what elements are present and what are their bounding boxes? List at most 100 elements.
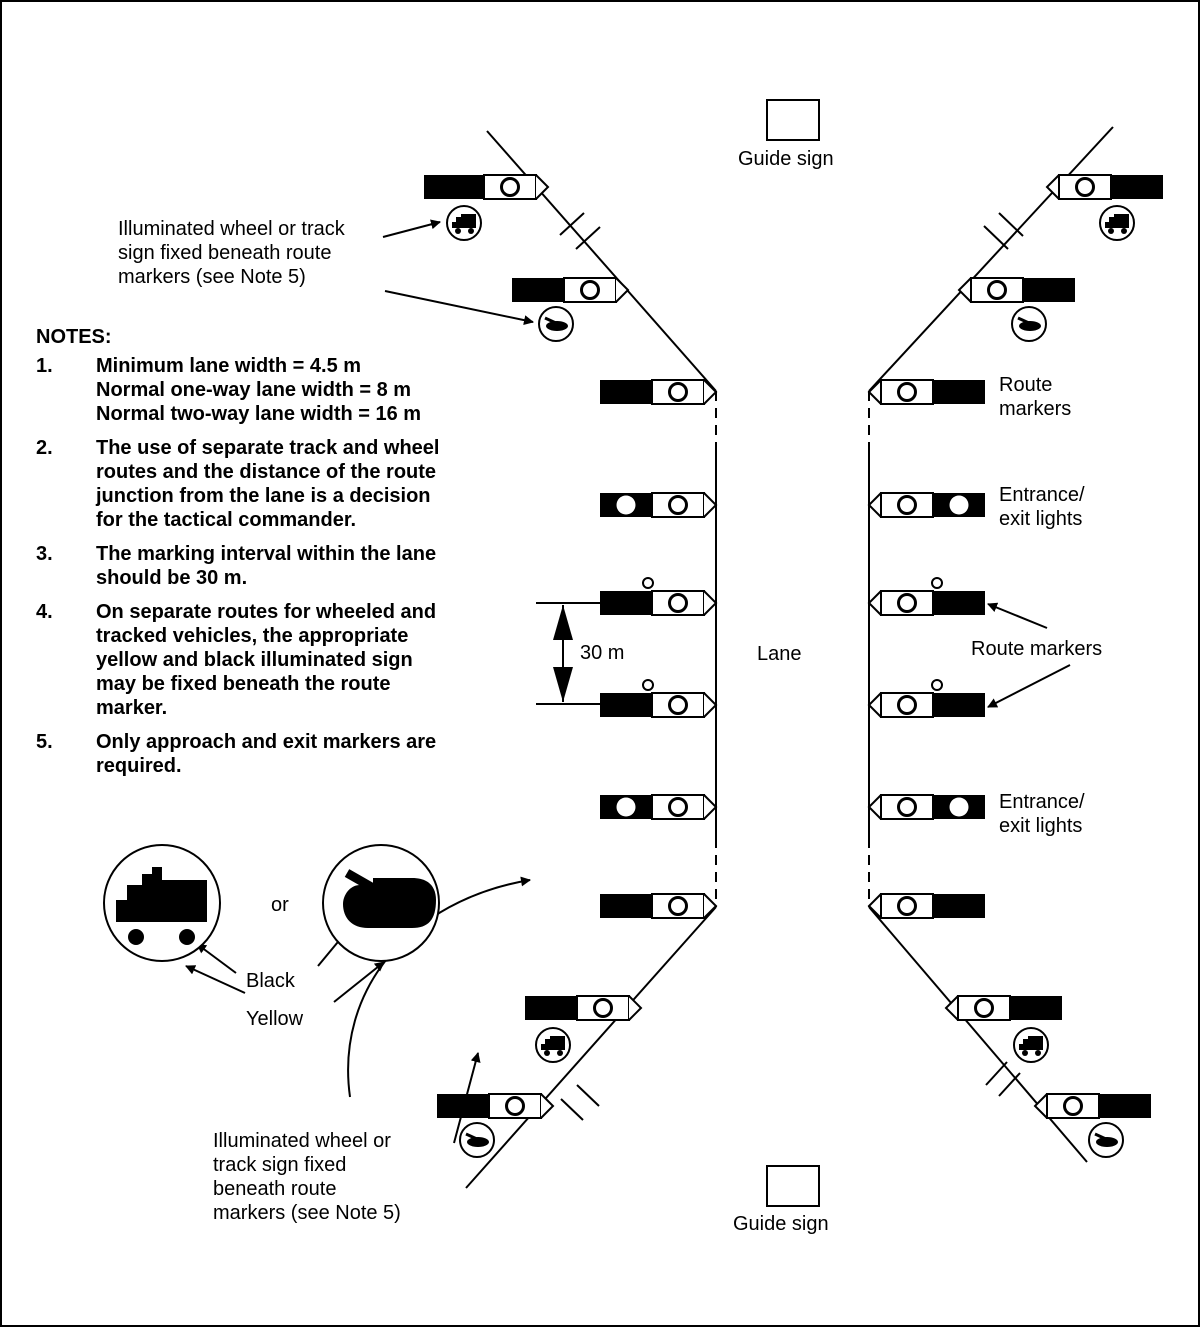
route-marker [1033,1093,1151,1119]
marker-arrow-tip [535,174,550,200]
junction-mark [575,226,601,250]
route-marker [437,1093,555,1119]
route-markers-label-2: Route markers [971,638,1102,660]
marker-arrow-tip [957,277,972,303]
note-line: junction from the lane is a decision [95,485,431,507]
route-marker [867,379,985,405]
marker-light [500,177,520,197]
wheel-sign-wheel [128,929,144,945]
marker-arrow-tip [867,379,882,405]
note-number: 5. [36,731,53,753]
note-line: routes and the distance of the route [96,461,436,483]
marker-light [897,495,917,515]
note-line: The use of separate track and wheel [96,437,439,459]
marker-arrow-tip [540,1093,555,1119]
marker-arrow-tip [867,692,882,718]
track-sign-icon [1088,1122,1124,1158]
marker-black-panel [512,278,564,302]
wheel-sign-truck-body [116,867,207,922]
sign-wheel [455,228,461,234]
note-line: Normal two-way lane width = 16 m [96,403,421,425]
marker-arrow-tip [703,692,718,718]
junction-mark [576,1084,600,1107]
marker-light [616,495,636,515]
marker-light [987,280,1007,300]
junction-mark [560,1098,584,1121]
note-line: yellow and black illuminated sign [96,649,413,671]
track-sign-body [343,878,436,928]
route-marker [424,174,550,200]
marker-arrow-tip [944,995,959,1021]
route-marker [944,995,1062,1021]
wheel-sign-icon [1099,205,1135,241]
marker-beacon [931,577,943,589]
route-marker [600,577,718,616]
entrance-exit-label-2: Entrance/ exit lights [999,791,1090,837]
note-line: Minimum lane width = 4.5 m [96,355,361,377]
marker-arrow-tip [1045,174,1060,200]
marker-light [949,797,969,817]
route-marker [1045,174,1163,200]
sign-tank [467,1137,489,1147]
note-line: should be 30 m. [96,567,247,589]
route-marker [600,893,718,919]
note-line: The marking interval within the lane [96,543,436,565]
marker-light [668,495,688,515]
marker-black-panel [933,693,985,717]
callout-top-label: Illuminated wheel or track sign fixed be… [118,218,350,288]
marker-beacon [642,577,654,589]
arrow [382,219,441,238]
marker-light [668,896,688,916]
marker-arrow-tip [703,492,718,518]
sign-wheel [1035,1050,1041,1056]
sign-gun [465,1132,478,1141]
marker-light [1075,177,1095,197]
marker-arrow-tip [703,794,718,820]
note-line: On separate routes for wheeled and [96,601,436,623]
arrow [333,961,385,1003]
right-exit-line [868,906,1088,1163]
sign-wheel [468,228,474,234]
route-marker [600,679,718,718]
marker-arrow-tip [867,893,882,919]
sign-truck [452,214,476,228]
marker-black-panel [1099,1094,1151,1118]
left-exit-line [465,906,717,1189]
wheel-sign-icon [446,205,482,241]
marker-black-panel [600,894,652,918]
route-marker [512,277,630,303]
route-marker [867,893,985,919]
marker-light [949,495,969,515]
sign-wheel [1121,228,1127,234]
junction-mark [559,212,585,236]
route-marker [600,379,718,405]
route-marker [957,277,1075,303]
entrance-exit-label-1: Entrance/ exit lights [999,484,1090,530]
marker-light [668,382,688,402]
note-line: may be fixed beneath the route [96,673,391,695]
sign-tank [1096,1137,1118,1147]
sign-gun [544,316,557,325]
track-sign-icon [1011,306,1047,342]
sign-wheel [544,1050,550,1056]
arrow [384,290,534,326]
wheel-sign-icon [535,1027,571,1063]
note-number: 3. [36,543,53,565]
route-marker [525,995,643,1021]
guide-sign-bottom-label: Guide sign [733,1213,829,1235]
marker-light [897,896,917,916]
lane-lines [465,126,1114,1189]
sign-gun [1017,316,1030,325]
marker-black-panel [933,591,985,615]
marker-arrow-tip [703,590,718,616]
spacing-label: 30 m [580,642,624,664]
arrow [196,943,237,974]
marker-black-panel [600,693,652,717]
note-number: 2. [36,437,53,459]
marker-black-panel [600,591,652,615]
notes-title: NOTES: [36,326,112,348]
marker-arrow-tip [1033,1093,1048,1119]
junction-mark [983,225,1009,250]
